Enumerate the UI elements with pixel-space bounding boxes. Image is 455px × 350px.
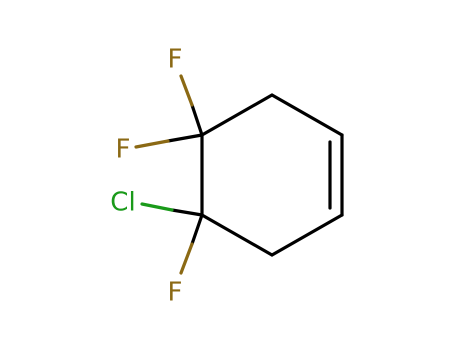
atom-label-f-bottom: F	[168, 278, 183, 308]
atom-label-f-top: F	[168, 45, 183, 75]
bond-c1-ftop-fluorine-half	[179, 74, 194, 107]
bond-c1-fleft-fluorine-half	[134, 139, 170, 149]
bond-c2-c3	[270, 93, 344, 137]
bond-c1-fleft-carbon-half	[166, 133, 204, 143]
bond-c1-c2	[200, 93, 274, 137]
bond-c6-fbottom-fluorine-half	[179, 242, 194, 275]
substituent-bonds	[134, 74, 204, 275]
bond-c1-ftop-carbon-half	[190, 103, 204, 137]
atom-label-cl: Cl	[110, 188, 135, 218]
atom-label-f-left: F	[116, 135, 131, 165]
bond-c5-c6	[200, 213, 274, 257]
bond-c6-cl-chlorine-half	[140, 202, 174, 212]
bond-c6-fbottom-carbon-half	[190, 213, 204, 246]
bond-c4-c5	[270, 213, 344, 257]
ring-bonds	[200, 93, 344, 257]
bond-c6-cl-carbon-half	[170, 208, 204, 217]
